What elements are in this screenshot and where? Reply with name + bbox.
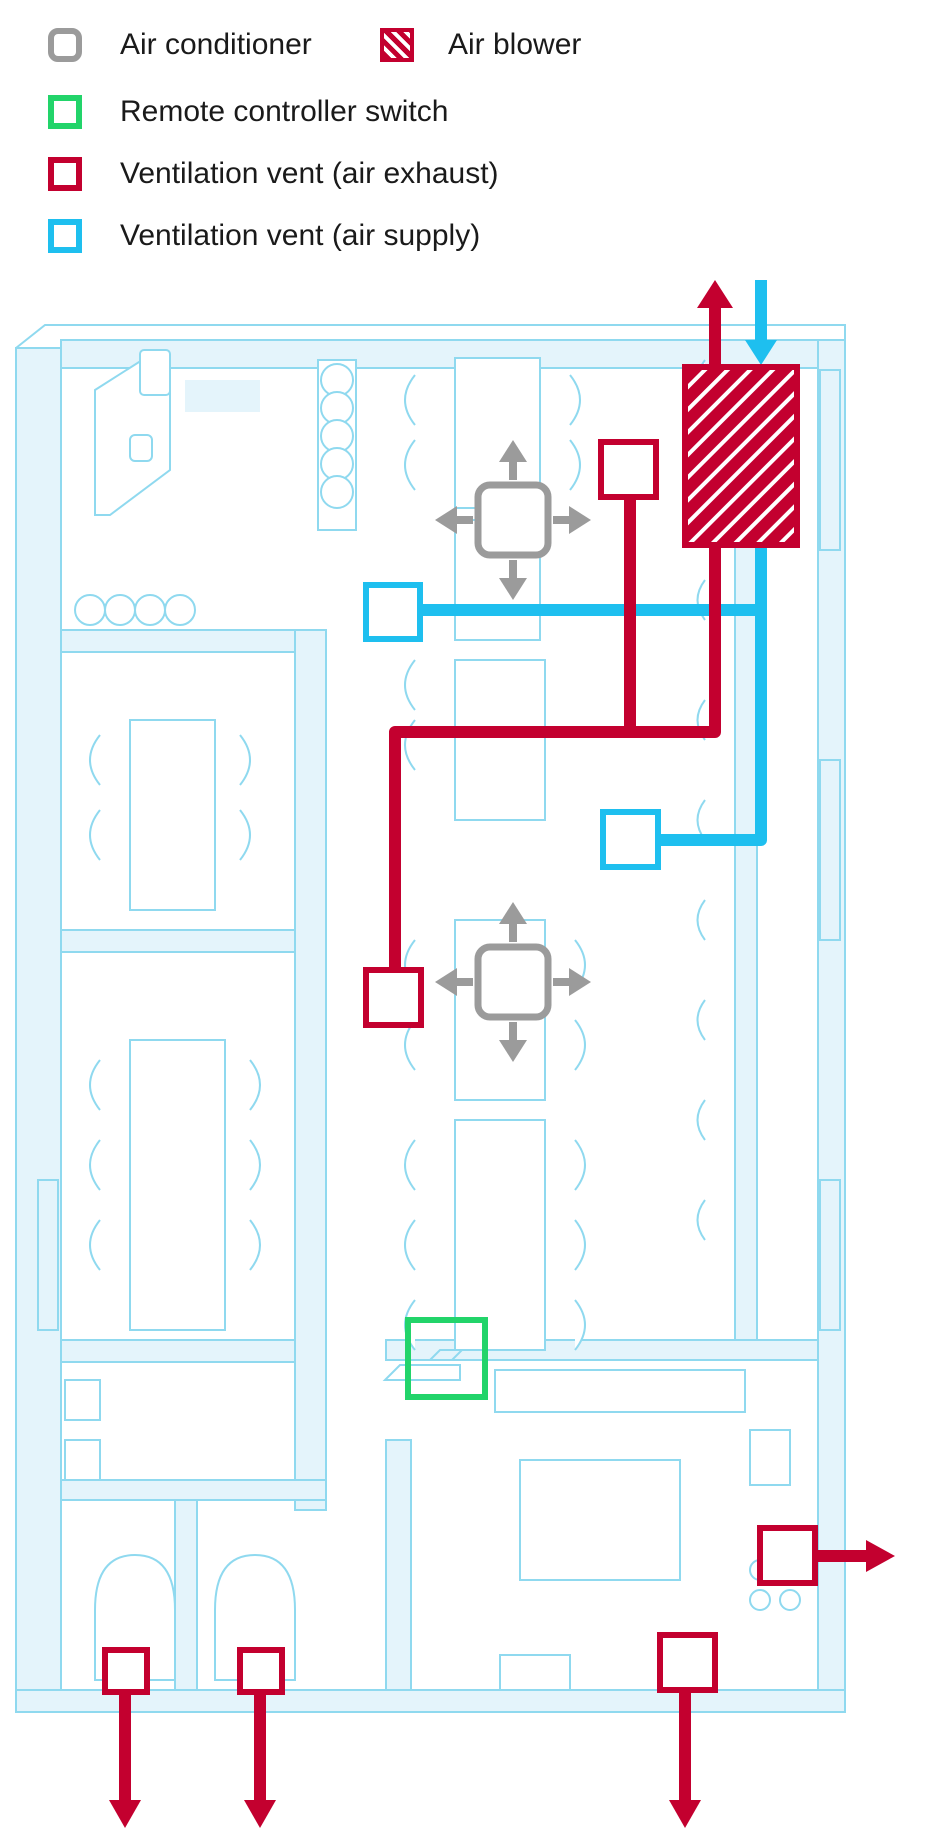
legend-item-air-blower: Air blower bbox=[380, 28, 581, 62]
supply-vents bbox=[363, 582, 661, 870]
building-walls bbox=[15, 324, 846, 1713]
air-conditioner-1 bbox=[435, 440, 591, 600]
airflow-arrow-icon bbox=[435, 440, 591, 600]
exhaust-vent-icon bbox=[102, 1647, 150, 1695]
floor-plan bbox=[15, 280, 895, 1828]
air-conditioner-icon bbox=[474, 481, 552, 559]
legend-label-vent-supply: Ventilation vent (air supply) bbox=[120, 219, 481, 252]
remote-switch bbox=[405, 1317, 488, 1400]
exhaust-duct bbox=[119, 300, 870, 1810]
legend-label-air-blower: Air blower bbox=[448, 28, 582, 61]
air-conditioner-icon bbox=[474, 943, 552, 1021]
supply-intake-arrow bbox=[745, 340, 777, 365]
furniture bbox=[64, 349, 801, 1691]
legend-item-vent-exhaust: Ventilation vent (air exhaust) bbox=[48, 157, 499, 191]
exhaust-arrows bbox=[109, 280, 895, 1828]
exhaust-vent-icon bbox=[598, 439, 659, 500]
remote-switch-icon bbox=[405, 1317, 488, 1400]
airflow-arrow-icon bbox=[435, 902, 591, 1062]
legend-item-vent-supply: Ventilation vent (air supply) bbox=[48, 219, 480, 253]
air-conditioner-icon bbox=[48, 28, 82, 62]
legend: Air conditioner Air blower Remote contro… bbox=[0, 0, 930, 280]
air-blower-icon bbox=[682, 364, 800, 548]
exhaust-vent-icon bbox=[48, 157, 82, 191]
supply-vent-icon bbox=[48, 219, 82, 253]
exhaust-vent-icon bbox=[657, 1632, 718, 1693]
legend-item-remote-switch: Remote controller switch bbox=[48, 95, 448, 129]
legend-label-vent-exhaust: Ventilation vent (air exhaust) bbox=[120, 157, 499, 190]
legend-item-air-conditioner: Air conditioner bbox=[48, 28, 312, 62]
supply-vent-icon bbox=[363, 582, 423, 642]
exhaust-vent-icon bbox=[757, 1525, 818, 1586]
remote-switch-icon bbox=[48, 95, 82, 129]
supply-vent-icon bbox=[600, 809, 661, 870]
supply-duct bbox=[420, 280, 767, 846]
exhaust-vents bbox=[102, 439, 818, 1695]
exhaust-vent-icon bbox=[363, 967, 424, 1028]
legend-label-air-conditioner: Air conditioner bbox=[120, 28, 312, 61]
air-blower-icon bbox=[380, 28, 414, 62]
exhaust-vent-icon bbox=[237, 1647, 285, 1695]
air-conditioner-2 bbox=[435, 902, 591, 1062]
legend-label-remote-switch: Remote controller switch bbox=[120, 95, 449, 128]
